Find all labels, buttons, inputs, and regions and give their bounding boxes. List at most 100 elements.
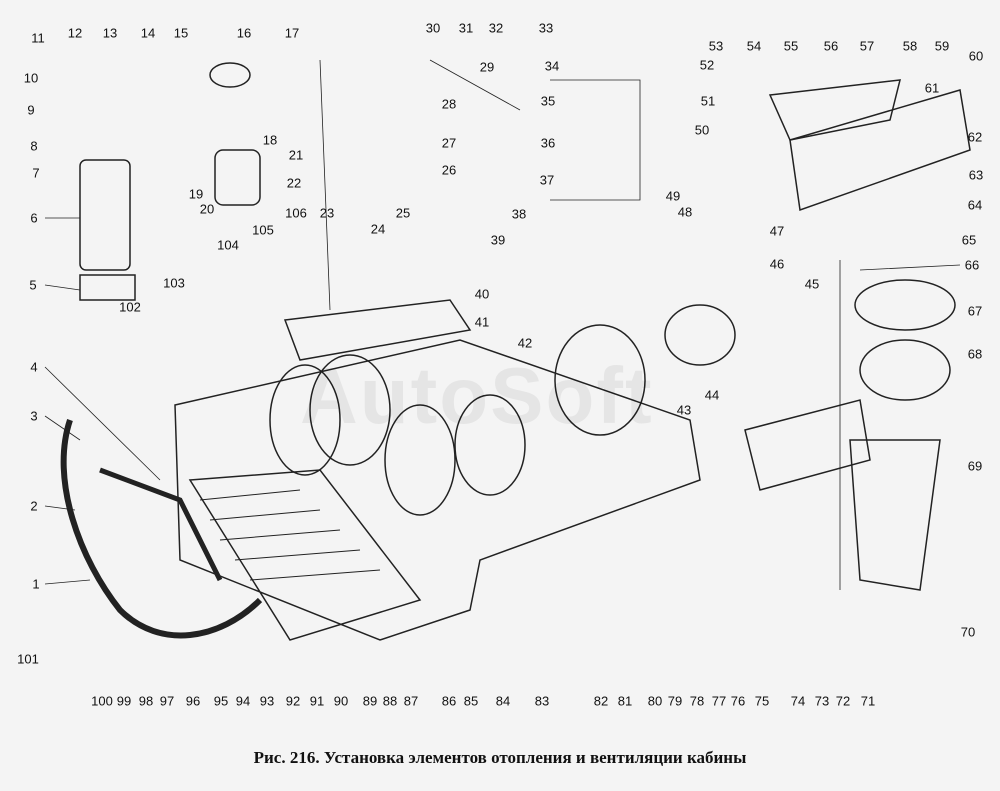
callout-90: 90: [333, 693, 349, 709]
callout-24: 24: [370, 221, 386, 237]
callout-36: 36: [540, 135, 556, 151]
callout-49: 49: [665, 188, 681, 204]
callout-82: 82: [593, 693, 609, 709]
callout-45: 45: [804, 276, 820, 292]
callout-64: 64: [967, 197, 983, 213]
callout-106: 106: [285, 205, 307, 221]
callout-77: 77: [711, 693, 727, 709]
callout-51: 51: [700, 93, 716, 109]
callout-5: 5: [29, 277, 37, 293]
callout-61: 61: [924, 80, 940, 96]
callout-89: 89: [362, 693, 378, 709]
radiator: [188, 469, 422, 641]
vent-grille: [744, 279, 956, 591]
callout-2: 2: [30, 498, 38, 514]
callout-76: 76: [730, 693, 746, 709]
callout-103: 103: [163, 275, 185, 291]
callout-25: 25: [395, 205, 411, 221]
callout-55: 55: [783, 38, 799, 54]
callout-84: 84: [495, 693, 511, 709]
callout-78: 78: [689, 693, 705, 709]
callout-11: 11: [31, 30, 45, 46]
callout-79: 79: [667, 693, 683, 709]
callout-38: 38: [511, 206, 527, 222]
callout-43: 43: [676, 402, 692, 418]
callout-28: 28: [441, 96, 457, 112]
callout-9: 9: [27, 102, 35, 118]
hoses: [60, 419, 263, 639]
callout-59: 59: [934, 38, 950, 54]
callout-73: 73: [814, 693, 830, 709]
callout-8: 8: [30, 138, 38, 154]
callout-95: 95: [213, 693, 229, 709]
callout-87: 87: [403, 693, 419, 709]
callout-3: 3: [30, 408, 38, 424]
callout-96: 96: [185, 693, 201, 709]
callout-62: 62: [967, 129, 983, 145]
heater-housing: [174, 299, 701, 641]
callout-40: 40: [474, 286, 490, 302]
callout-47: 47: [769, 223, 785, 239]
callout-98: 98: [138, 693, 154, 709]
callout-29: 29: [479, 59, 495, 75]
callout-18: 18: [262, 132, 278, 148]
callout-41: 41: [474, 314, 490, 330]
callout-6: 6: [30, 210, 38, 226]
callout-44: 44: [704, 387, 720, 403]
callout-72: 72: [835, 693, 851, 709]
callout-83: 83: [534, 693, 550, 709]
callout-48: 48: [677, 204, 693, 220]
callout-14: 14: [140, 25, 156, 41]
callout-102: 102: [119, 299, 141, 315]
callout-66: 66: [964, 257, 980, 273]
callout-93: 93: [259, 693, 275, 709]
callout-58: 58: [902, 38, 918, 54]
callout-21: 21: [288, 147, 304, 163]
callout-34: 34: [544, 58, 560, 74]
callout-97: 97: [159, 693, 175, 709]
callout-105: 105: [252, 222, 274, 238]
callout-85: 85: [463, 693, 479, 709]
callout-16: 16: [236, 25, 252, 41]
callout-13: 13: [102, 25, 118, 41]
callout-57: 57: [859, 38, 875, 54]
callout-86: 86: [441, 693, 457, 709]
callout-104: 104: [217, 237, 239, 253]
callout-39: 39: [490, 232, 506, 248]
callout-71: 71: [860, 693, 876, 709]
callout-23: 23: [319, 205, 335, 221]
callout-54: 54: [746, 38, 762, 54]
callout-68: 68: [967, 346, 983, 362]
callout-26: 26: [441, 162, 457, 178]
callout-81: 81: [617, 693, 633, 709]
callout-37: 37: [539, 172, 555, 188]
leader-lines: [44, 59, 961, 590]
callout-69: 69: [967, 458, 983, 474]
watermark: AutoSoft: [300, 351, 654, 440]
callout-94: 94: [235, 693, 251, 709]
callout-53: 53: [708, 38, 724, 54]
callout-12: 12: [67, 25, 83, 41]
callout-91: 91: [309, 693, 325, 709]
callout-17: 17: [284, 25, 300, 41]
fans: [269, 304, 736, 516]
figure-caption: Рис. 216. Установка элементов отопления …: [253, 748, 747, 767]
callout-19: 19: [188, 186, 204, 202]
callout-101: 101: [17, 651, 39, 667]
callout-27: 27: [441, 135, 457, 151]
callout-65: 65: [961, 232, 977, 248]
callout-63: 63: [968, 167, 984, 183]
callout-75: 75: [754, 693, 770, 709]
callout-70: 70: [960, 624, 976, 640]
callout-56: 56: [823, 38, 839, 54]
callout-1: 1: [32, 576, 40, 592]
callout-92: 92: [285, 693, 301, 709]
callout-74: 74: [790, 693, 806, 709]
callout-15: 15: [173, 25, 189, 41]
callout-32: 32: [488, 20, 504, 36]
callout-4: 4: [30, 359, 38, 375]
callout-52: 52: [699, 57, 715, 73]
callout-88: 88: [382, 693, 398, 709]
